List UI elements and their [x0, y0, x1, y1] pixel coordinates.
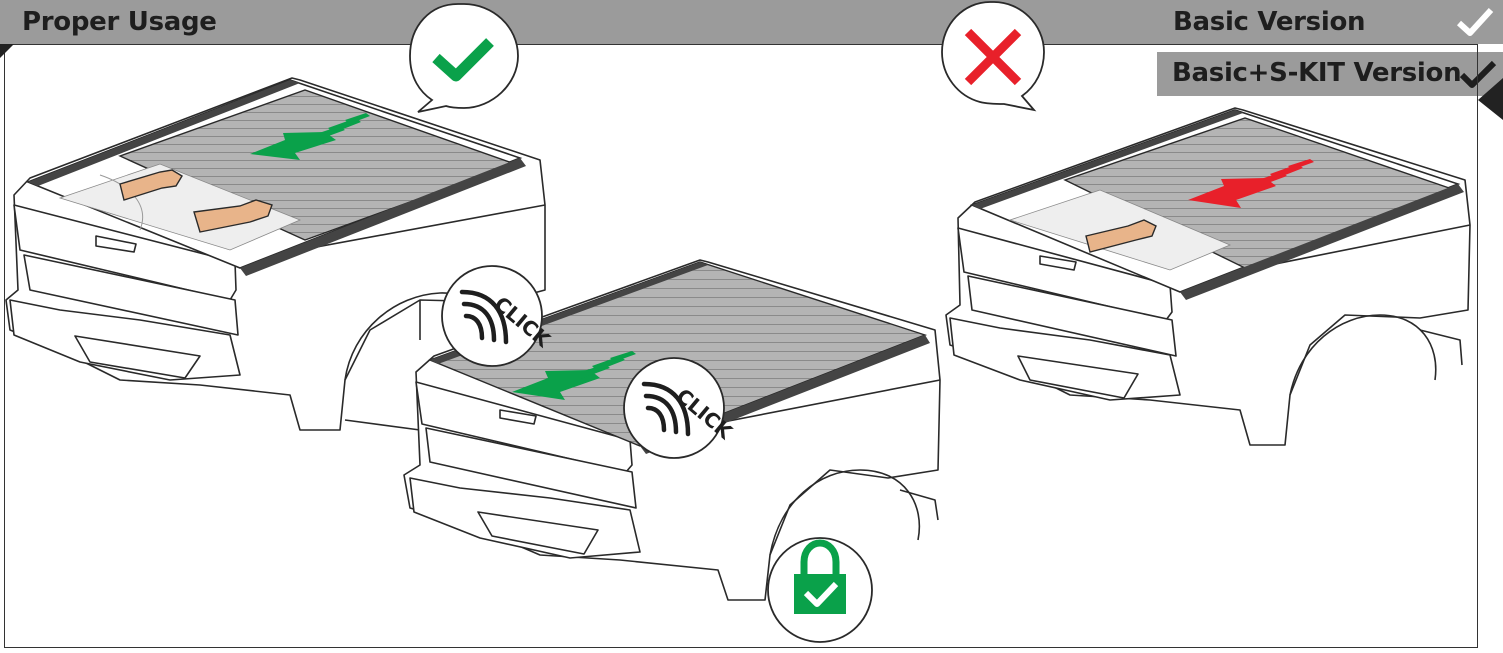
- correct-bubble: [410, 4, 518, 112]
- corner-decoration: [0, 44, 14, 58]
- corner-decoration: [1478, 78, 1503, 120]
- lock-bubble: [768, 538, 872, 642]
- wrong-bubble: [942, 2, 1044, 110]
